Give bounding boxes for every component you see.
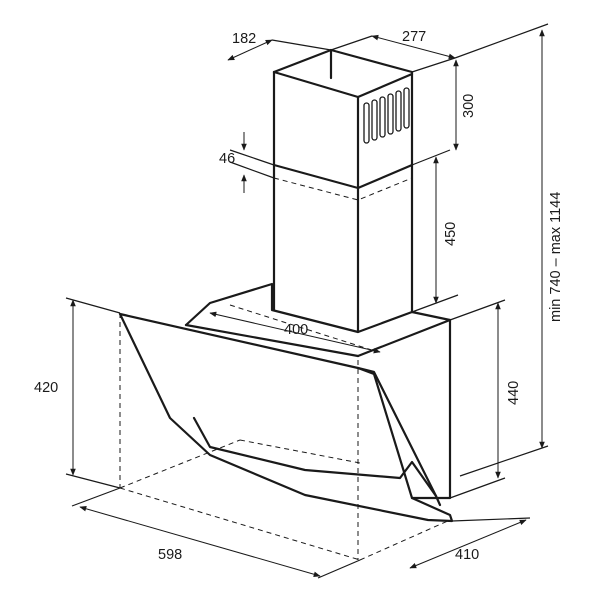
- dim-label-chimney-overlap: 46: [219, 151, 235, 167]
- dimension-labels: 182 277 300 46 450 400 420 440 min 740 –…: [34, 29, 564, 563]
- chimney: [274, 50, 412, 332]
- dim-label-upper-chimney-height: 300: [461, 94, 477, 118]
- body-front-top-edge: [186, 325, 358, 356]
- dim-label-chimney-span: 400: [284, 322, 308, 338]
- dim-label-chimney-width: 277: [402, 29, 426, 45]
- chimney-joint-hidden: [274, 178, 412, 200]
- chimney-joint: [274, 165, 412, 188]
- dim-label-lower-chimney-height: 450: [443, 222, 459, 246]
- dim-label-body-front-height: 420: [34, 380, 58, 396]
- dim-label-body-back-height: 440: [506, 381, 522, 405]
- dim-label-total-height-range: min 740 – max 1144: [548, 192, 564, 322]
- glass-panel-outline: [120, 314, 452, 521]
- upper-chimney-top: [274, 50, 412, 165]
- dim-label-total-width: 598: [158, 547, 182, 563]
- upper-chimney-front-edge: [274, 72, 412, 97]
- vent-grille: [364, 88, 409, 143]
- hidden-edge-right-base: [360, 520, 450, 560]
- glass-panel: [120, 314, 452, 521]
- dim-label-total-depth: 410: [455, 547, 479, 563]
- dim-label-chimney-depth: 182: [232, 31, 256, 47]
- hidden-edge-left: [120, 440, 240, 488]
